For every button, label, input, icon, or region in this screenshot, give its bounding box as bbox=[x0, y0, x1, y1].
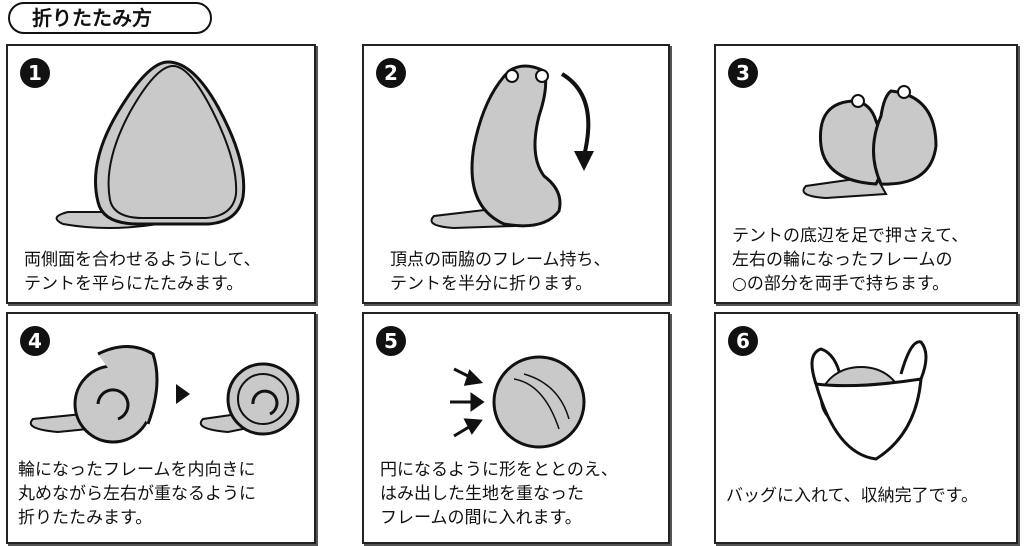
step-caption: 円になるように形をととのえ、 はみ出した生地を重なった フレームの間に入れます。 bbox=[380, 460, 618, 528]
step-caption: テントの底辺を足で押さえて、 左右の輪になったフレームの ○の部分を両手で持ちま… bbox=[732, 226, 969, 294]
hold-frame-illustration bbox=[802, 85, 938, 200]
step-3-panel: 3 テントの底辺を足で押さえて、 左右の輪になったフレームの ○の部分を両手で持… bbox=[714, 44, 1018, 304]
folded-tent-illustration bbox=[55, 60, 246, 229]
step-caption: バッグに入れて、収納完了です。 bbox=[726, 486, 978, 506]
half-fold-illustration bbox=[430, 64, 594, 230]
step-5-panel: 5 円になるように形をととのえ、 はみ出した生地を重なった フレームの間に入れま… bbox=[362, 312, 670, 544]
step-number-badge: 5 bbox=[376, 326, 406, 356]
step-6-panel: 6 バッグに入れて、収納完了です。 bbox=[714, 312, 1018, 544]
push-arrows-icon bbox=[450, 367, 485, 438]
step-1-panel: 1 両側面を合わせるようにして、 テントを平らにたたみます。 bbox=[6, 44, 316, 304]
step-caption: 頂点の両脇のフレーム持ち、 テントを半分に折ります。 bbox=[390, 250, 611, 294]
roll-frame-illustration bbox=[29, 345, 300, 444]
step-number-badge: 2 bbox=[376, 58, 406, 88]
storage-bag-illustration bbox=[810, 340, 928, 461]
step-4-panel: 4 輪になったフレームを内向きに 丸めながら左右が重なるように 折りたたみます。 bbox=[6, 312, 316, 544]
step-number-badge: 3 bbox=[728, 58, 758, 88]
step-caption: 両側面を合わせるようにして、 テントを平らにたたみます。 bbox=[24, 250, 261, 294]
step-2-panel: 2 頂点の両脇のフレーム持ち、 テントを半分に折ります。 bbox=[362, 44, 670, 304]
step-number-badge: 6 bbox=[728, 326, 758, 356]
step-caption: 輪になったフレームを内向きに 丸めながら左右が重なるように 折りたたみます。 bbox=[18, 460, 256, 528]
step-number-badge: 1 bbox=[20, 58, 50, 88]
step-number-badge: 4 bbox=[20, 326, 50, 356]
circle-shape-illustration bbox=[450, 355, 586, 449]
page-title: 折りたたみ方 bbox=[8, 2, 212, 34]
